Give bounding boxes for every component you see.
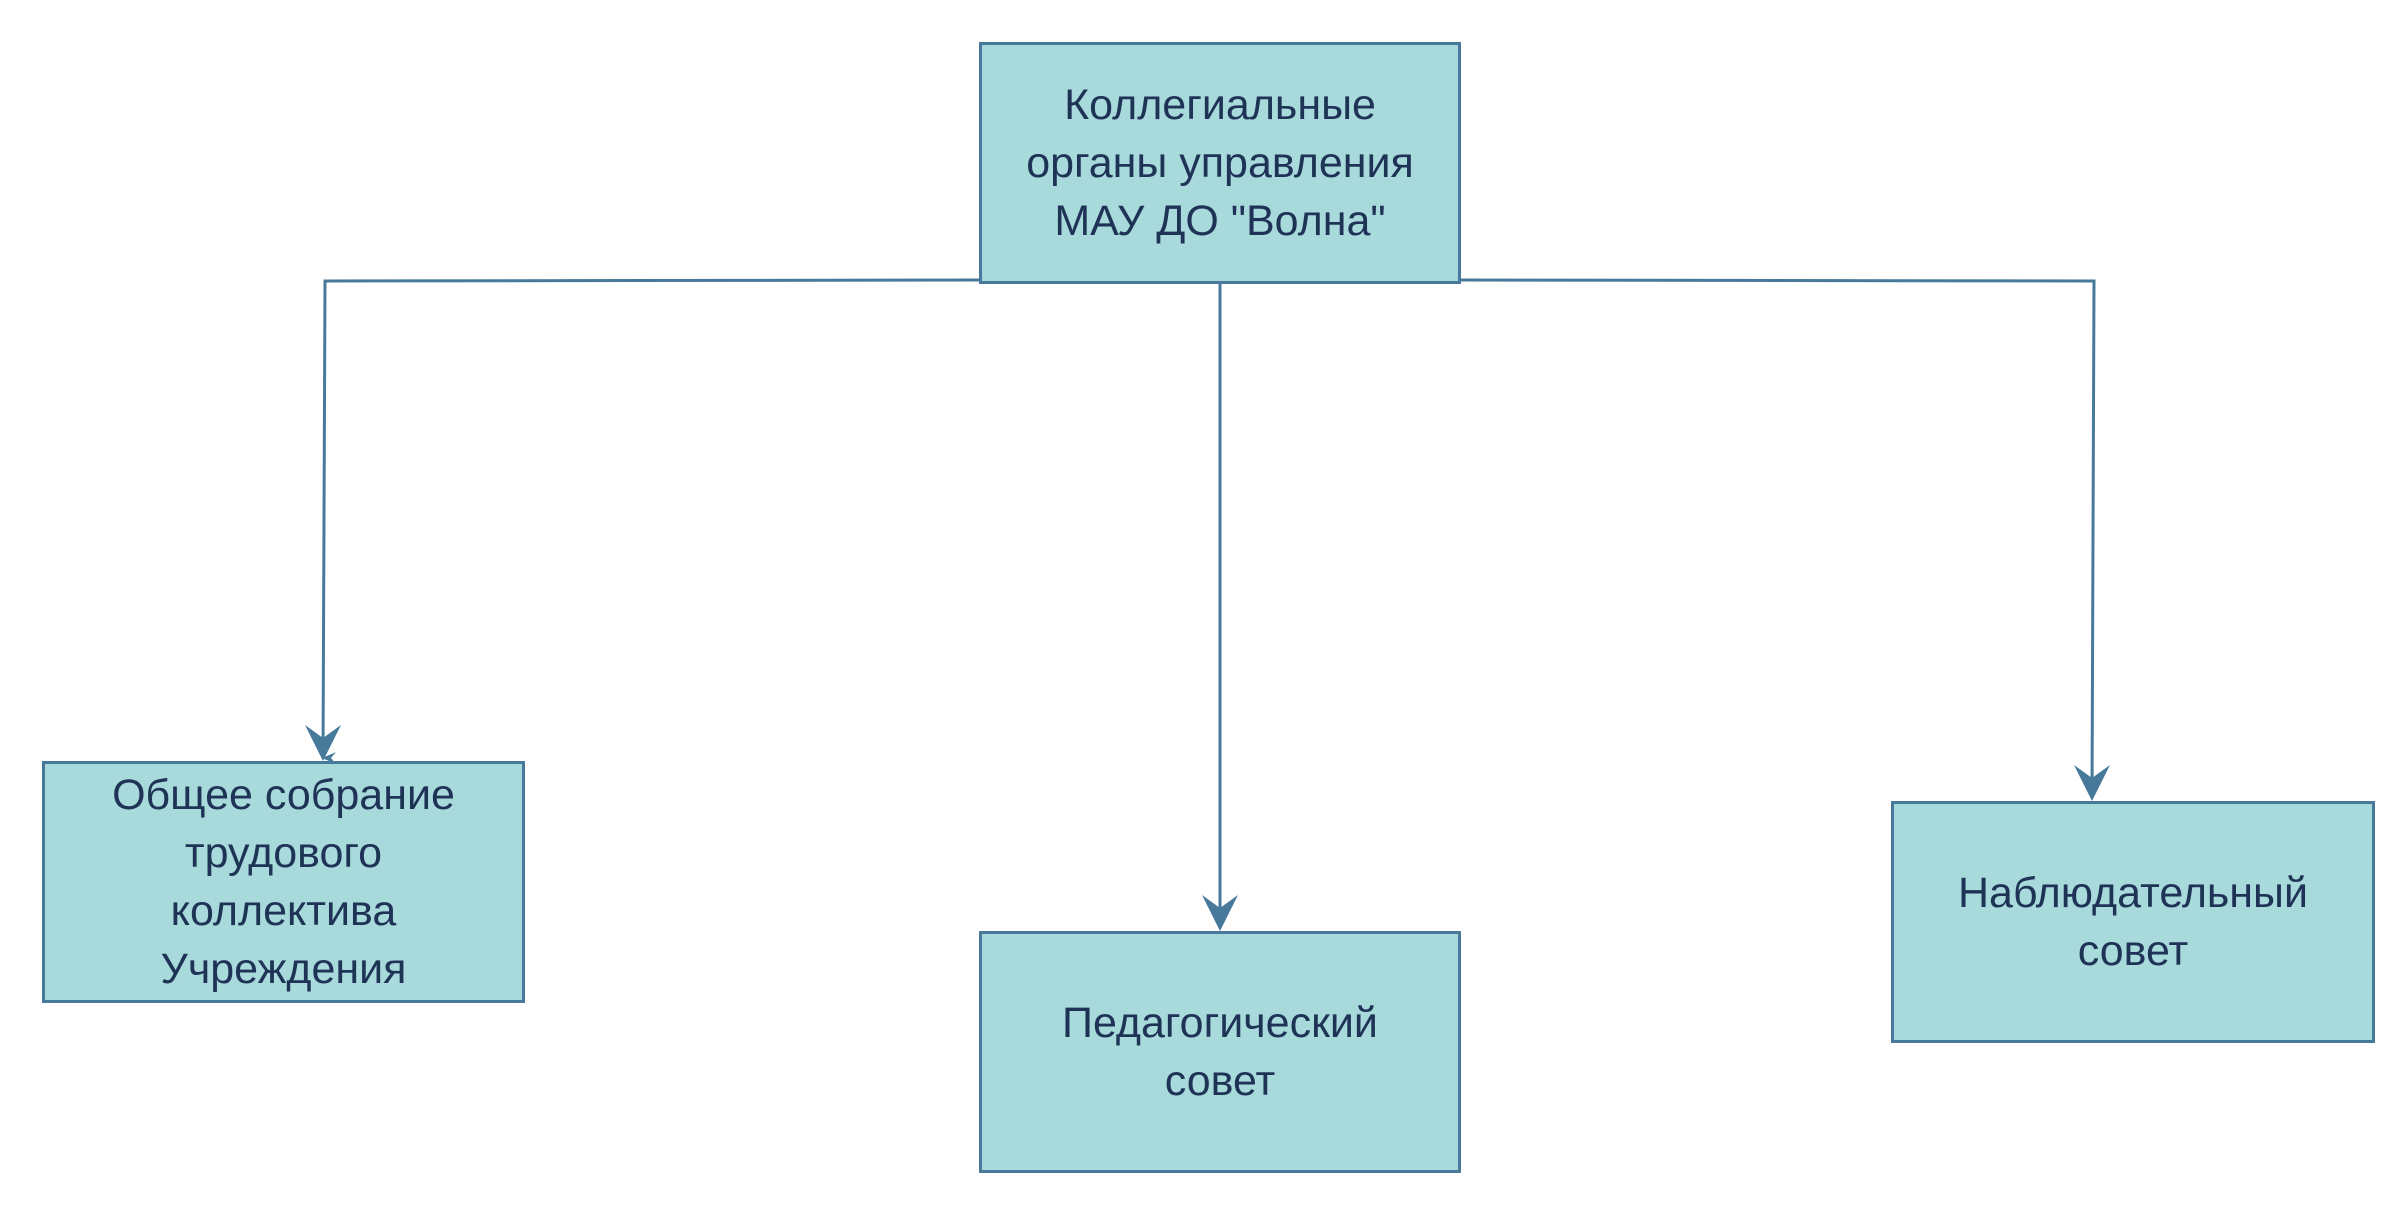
arrowhead-icon xyxy=(305,725,341,761)
arrowhead-icon xyxy=(2074,765,2110,801)
node-label: Педагогический совет xyxy=(1062,999,1378,1105)
node-label: Наблюдательный совет xyxy=(1958,869,2308,975)
root-node-collegial-bodies: Коллегиальные органы управления МАУ ДО "… xyxy=(979,42,1461,284)
node-pedagogical-council: Педагогический совет xyxy=(979,931,1461,1173)
connector-to-supervisory-board xyxy=(1460,278,2096,799)
node-label: Общее собрание трудового коллектива Учре… xyxy=(112,771,455,993)
connector-to-general-assembly xyxy=(321,278,980,765)
arrowhead-icon xyxy=(1202,895,1238,931)
root-node-label: Коллегиальные органы управления МАУ ДО "… xyxy=(1026,81,1414,245)
node-supervisory-board: Наблюдательный совет xyxy=(1891,801,2375,1043)
node-general-assembly: Общее собрание трудового коллектива Учре… xyxy=(42,761,525,1003)
arrowheads xyxy=(305,725,2110,931)
